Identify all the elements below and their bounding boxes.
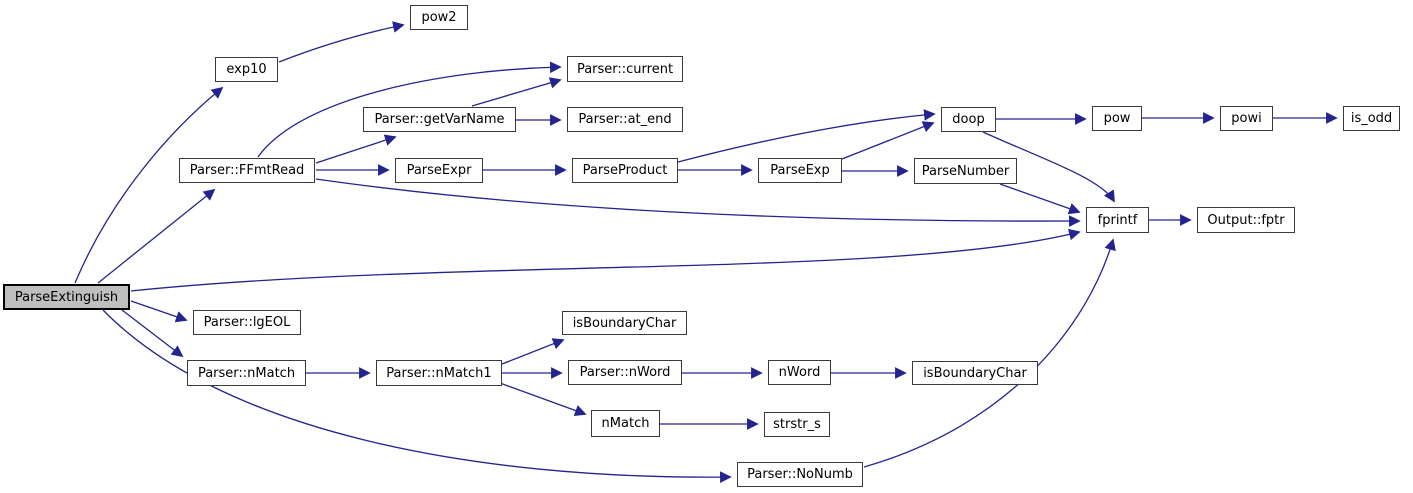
node-parser-lgeol[interactable]: Parser::lgEOL [193, 310, 301, 335]
edge-parseextinguish-to-exp10 [74, 86, 224, 284]
node-label: isBoundaryChar [923, 365, 1027, 381]
node-label: Parser::NoNumb [747, 467, 853, 482]
node-parser-nonumb[interactable]: Parser::NoNumb [737, 462, 863, 487]
node-label: powi [1231, 111, 1262, 126]
node-label: Parser::nMatch [197, 365, 296, 381]
node-parser-ffmtread[interactable]: Parser::FFmtRead [179, 158, 315, 183]
node-parser-nmatch[interactable]: Parser::nMatch [187, 360, 306, 386]
node-pow[interactable]: pow [1092, 106, 1142, 131]
edge-nmatch1-to-isboundarychar-top [501, 338, 565, 365]
node-pow2[interactable]: pow2 [410, 5, 468, 30]
node-label: ParseExp [770, 163, 830, 178]
edge-parsenumber-to-fprintf [999, 183, 1081, 215]
node-label: doop [952, 112, 985, 127]
node-isboundarychar-top[interactable]: isBoundaryChar [562, 311, 687, 335]
node-strstrs[interactable]: strstr_s [764, 412, 830, 437]
node-parser-getvarname[interactable]: Parser::getVarName [363, 107, 516, 132]
node-parser-current[interactable]: Parser::current [567, 56, 683, 82]
node-nword[interactable]: nWord [768, 360, 831, 385]
node-label: Parser::FFmtRead [189, 163, 305, 178]
edge-parseexp-to-doop [841, 121, 935, 160]
node-label: is_odd [1350, 111, 1393, 126]
node-label: pow2 [421, 10, 457, 25]
edge-parseextinguish-to-lgeol [130, 300, 188, 323]
node-label: ParseExtinguish [14, 289, 119, 305]
edge-parseextinguish-to-nonumb [102, 309, 732, 483]
node-isboundarychar-right[interactable]: isBoundaryChar [912, 361, 1038, 385]
node-label: ParseProduct [582, 163, 668, 178]
edge-ffmtread-to-current [257, 61, 562, 158]
node-parser-atend[interactable]: Parser::at_end [567, 107, 683, 132]
node-label: Parser::nMatch1 [386, 365, 492, 381]
node-output-fptr[interactable]: Output::fptr [1197, 207, 1295, 233]
node-parseextinguish: ParseExtinguish [3, 284, 130, 310]
node-label: pow [1103, 111, 1131, 126]
node-doop[interactable]: doop [941, 107, 996, 132]
node-parseexpr[interactable]: ParseExpr [395, 158, 483, 183]
node-label: Output::fptr [1207, 212, 1285, 228]
node-isodd[interactable]: is_odd [1343, 106, 1400, 131]
edge-getvarname-to-current [471, 77, 562, 107]
node-label: ParseNumber [921, 163, 1010, 179]
edge-parseextinguish-to-parser-nmatch [121, 309, 184, 358]
node-label: Parser::at_end [578, 112, 672, 127]
edge-ffmtread-to-getvarname [315, 134, 397, 164]
edge-parseextinguish-to-ffmtread [97, 188, 216, 284]
edge-ffmtread-to-fprintf [315, 178, 1081, 227]
edge-parseproduct-to-doop [677, 109, 936, 163]
node-powi[interactable]: powi [1220, 106, 1273, 131]
edge-exp10-to-pow2 [278, 21, 405, 63]
edge-doop-to-fprintf [982, 131, 1115, 203]
node-label: Parser::current [576, 61, 674, 77]
node-label: Parser::lgEOL [203, 315, 291, 330]
node-label: fprintf [1097, 212, 1138, 228]
edge-parseextinguish-to-fprintf [130, 228, 1081, 292]
edge-nmatch1-to-nmatch [499, 382, 587, 417]
node-label: nWord [778, 365, 821, 380]
node-label: strstr_s [773, 417, 821, 432]
node-fprintf[interactable]: fprintf [1086, 207, 1149, 233]
node-label: Parser::nWord [579, 365, 671, 380]
node-label: ParseExpr [406, 163, 472, 178]
node-nmatch[interactable]: nMatch [591, 410, 660, 437]
node-label: nMatch [601, 416, 650, 431]
node-exp10[interactable]: exp10 [215, 57, 278, 82]
edge-nonumb-to-fprintf [863, 238, 1116, 468]
node-parseexp[interactable]: ParseExp [758, 158, 842, 183]
node-label: isBoundaryChar [572, 315, 677, 331]
node-label: exp10 [226, 62, 267, 77]
node-parsenumber[interactable]: ParseNumber [914, 158, 1017, 184]
node-parser-nword[interactable]: Parser::nWord [568, 360, 682, 385]
node-parser-nmatch1[interactable]: Parser::nMatch1 [376, 360, 502, 386]
node-label: Parser::getVarName [374, 112, 505, 127]
node-parseproduct[interactable]: ParseProduct [572, 158, 678, 183]
